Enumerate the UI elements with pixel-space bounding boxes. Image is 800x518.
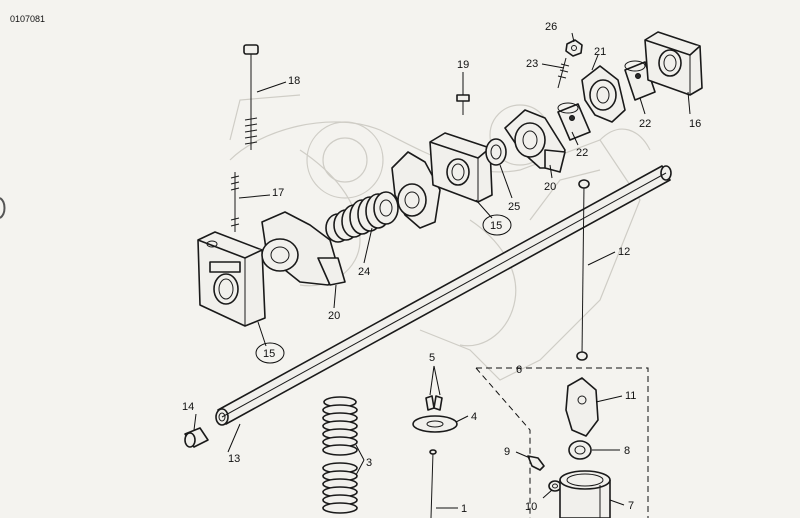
part-20-rocker-arm-left [261,211,346,286]
part-20-rocker-arm-right [504,109,566,173]
callout-15-right: 15 [490,220,502,232]
part-13-rocker-shaft [215,165,672,426]
part-9-screw [527,455,545,471]
part-8-bush [568,440,592,460]
callout-12: 12 [618,246,630,258]
part-23-adjuster-screw [557,57,570,89]
binding-mark [0,197,6,219]
callout-19: 19 [457,59,469,71]
part-rocker-arm-center [391,151,441,229]
callout-10: 10 [525,501,537,513]
callout-6: 6 [516,364,522,376]
part-11-bracket [565,377,599,437]
document-code: 0107081 [10,14,45,24]
part-25-washer [485,138,507,166]
callout-14: 14 [182,401,194,413]
part-1-valve [429,449,437,518]
part-19-bolt [456,94,470,115]
part-6-group-frame [475,367,649,518]
callout-24: 24 [358,266,370,278]
part-14-plug [184,427,209,448]
part-16-end-pedestal [644,31,703,96]
part-5-collets [425,395,443,411]
leader-lines [193,32,691,509]
part-15-rocker-pedestal-left [197,231,266,327]
part-15-rocker-pedestal-right [429,132,493,203]
callout-labels: 1 3 4 5 6 7 8 9 10 11 12 13 14 15 15 16 … [182,21,701,515]
callout-ring-15-left [255,342,285,364]
callout-11: 11 [625,390,636,402]
callout-1: 1 [461,503,467,515]
part-7-tube [559,470,611,518]
background-engine-outline [229,94,651,381]
part-21-rocker-arm [581,65,626,123]
part-24-spring [325,191,399,243]
part-3-valve-springs [322,396,358,514]
callout-3: 3 [366,457,372,469]
callout-20-right: 20 [544,181,556,193]
callout-22-left: 22 [576,147,588,159]
callout-13: 13 [228,453,240,465]
callout-20-left: 20 [328,310,340,322]
callout-15-left: 15 [263,348,275,360]
callout-16: 16 [689,118,701,130]
callout-ring-15-right [482,214,512,236]
part-10-washer [548,480,562,492]
callout-25: 25 [508,201,520,213]
callout-9: 9 [504,446,510,458]
callout-21: 21 [594,46,606,58]
callout-5: 5 [429,352,435,364]
callout-22-right: 22 [639,118,651,130]
callout-8: 8 [624,445,630,457]
part-17-stud [230,172,240,232]
callout-4: 4 [471,411,477,423]
part-12-push-rod [576,179,590,361]
callout-26: 26 [545,21,557,33]
part-22-sleeve-left [557,102,591,141]
callout-18: 18 [288,75,300,87]
part-26-nut [565,39,583,57]
part-18-stud-bolt [243,44,259,150]
callout-23: 23 [526,58,538,70]
callout-17: 17 [272,187,284,199]
part-4-spring-retainer [412,415,458,433]
callout-7: 7 [628,500,634,512]
